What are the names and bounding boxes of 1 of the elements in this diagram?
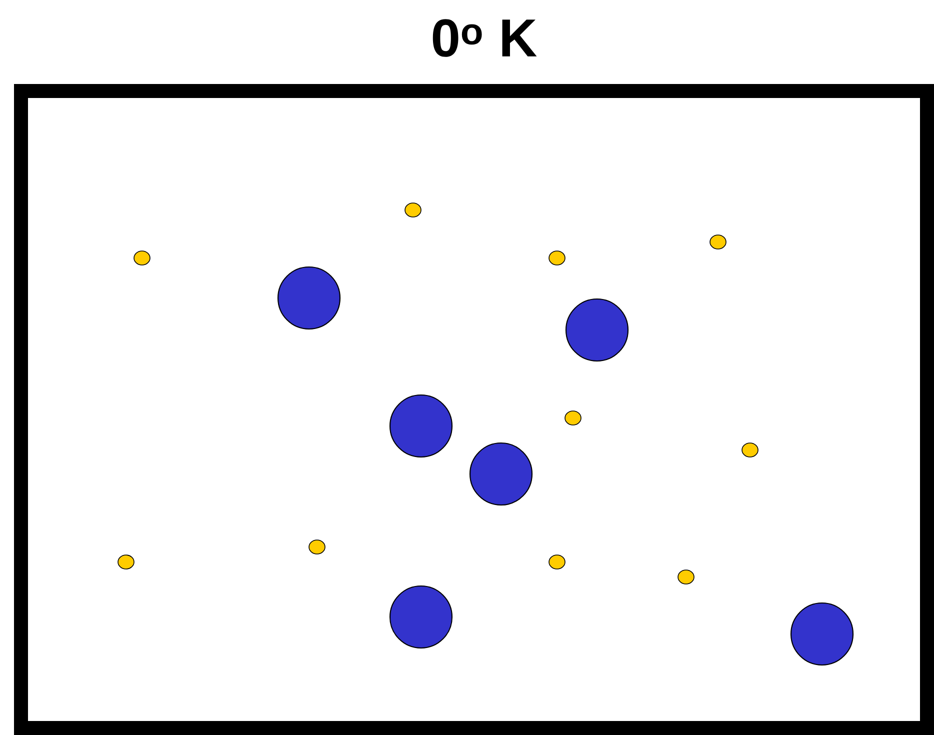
- title: 0$^{o}$ K: [432, 19, 537, 57]
